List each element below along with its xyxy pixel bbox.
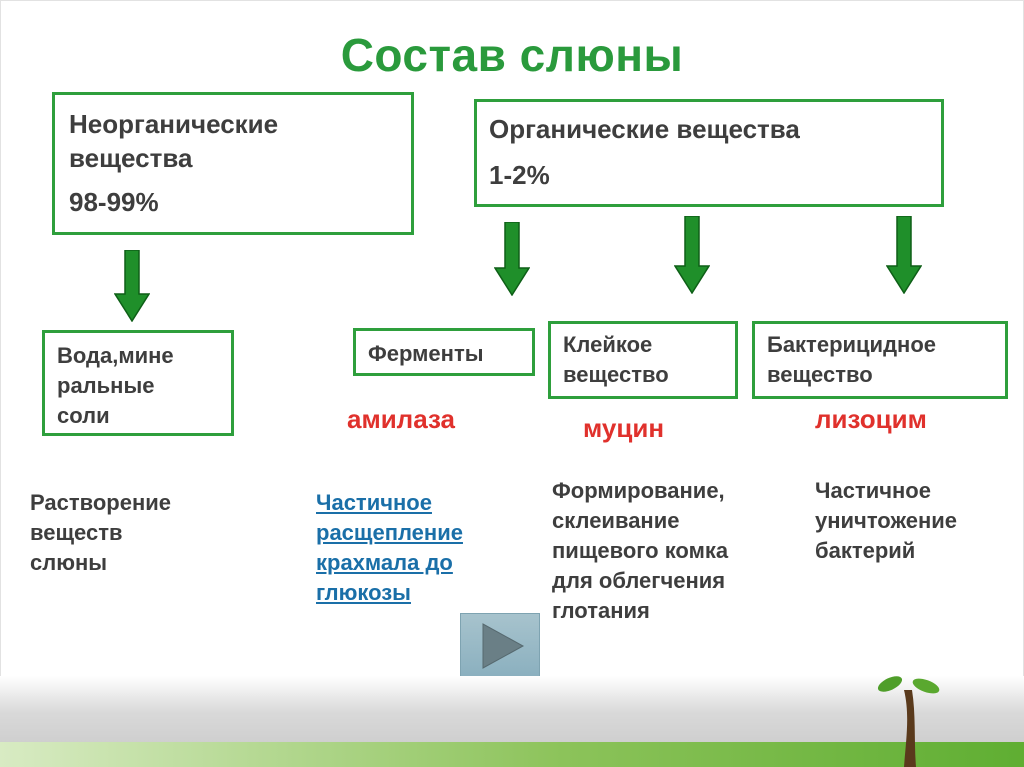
- amylase-function-line[interactable]: расщепление: [316, 520, 463, 545]
- down-arrow-icon: [494, 222, 530, 296]
- organic-percent: 1-2%: [489, 160, 550, 190]
- enzymes-box: Ферменты: [353, 328, 535, 376]
- lysozyme-function-line: Частичное: [815, 478, 931, 503]
- mucin-function-line: для облегчения: [552, 568, 726, 593]
- footer-gray-band: [0, 676, 1024, 742]
- water-function-line: Растворение: [30, 490, 172, 515]
- mucin-function-line: пищевого комка: [552, 538, 729, 563]
- bactericidal-label-line-2: вещество: [767, 362, 873, 387]
- organic-label: Органические вещества: [489, 114, 800, 144]
- water-function-line: слюны: [30, 550, 108, 575]
- mucin-function-line: Формирование,: [552, 478, 725, 503]
- inorganic-label-line-1: Неорганические: [69, 109, 279, 139]
- organic-substances-box: Органические вещества 1-2%: [474, 99, 944, 207]
- inorganic-label-line-2: вещества: [69, 143, 193, 173]
- bactericidal-label-line-1: Бактерицидное: [767, 332, 937, 357]
- lysozyme-label: лизоцим: [815, 404, 927, 434]
- water-label-line-3: соли: [57, 403, 110, 428]
- inorganic-substances-box: Неорганические вещества 98-99%: [52, 92, 414, 235]
- bactericidal-substance-box: Бактерицидное вещество: [752, 321, 1008, 399]
- amylase-function-link[interactable]: Частичное расщепление крахмала до глюкоз…: [316, 488, 463, 608]
- amylase-function-line[interactable]: глюкозы: [316, 580, 411, 605]
- down-arrow-icon: [886, 216, 922, 294]
- amylase-label: амилаза: [347, 404, 456, 434]
- water-function-text: Растворение веществ слюны: [30, 488, 171, 578]
- amylase-function-line[interactable]: Частичное: [316, 490, 432, 515]
- inorganic-percent: 98-99%: [69, 187, 159, 217]
- sticky-substance-box: Клейкое вещество: [548, 321, 738, 399]
- footer-green-band: [0, 742, 1024, 767]
- play-triangle-icon: [482, 623, 525, 669]
- play-button[interactable]: [460, 613, 540, 677]
- sticky-label-line-2: вещество: [563, 362, 669, 387]
- lysozyme-function-line: уничтожение: [815, 508, 958, 533]
- slide-title: Состав слюны: [340, 29, 684, 81]
- lysozyme-function-line: бактерий: [815, 538, 916, 563]
- lysozyme-function-text: Частичное уничтожение бактерий: [815, 476, 957, 566]
- mucin-function-text: Формирование, склеивание пищевого комка …: [552, 476, 728, 626]
- enzymes-label: Ферменты: [368, 341, 484, 366]
- down-arrow-icon: [674, 216, 710, 294]
- water-label-line-1: Вода,мине: [57, 343, 174, 368]
- water-minerals-box: Вода,мине ральные соли: [42, 330, 234, 436]
- amylase-function-line[interactable]: крахмала до: [316, 550, 453, 575]
- water-label-line-2: ральные: [57, 373, 155, 398]
- water-function-line: веществ: [30, 520, 123, 545]
- tree-sprout-icon: [877, 676, 940, 767]
- mucin-label: муцин: [583, 413, 665, 443]
- mucin-function-line: глотания: [552, 598, 650, 623]
- mucin-function-line: склеивание: [552, 508, 680, 533]
- sticky-label-line-1: Клейкое: [563, 332, 653, 357]
- down-arrow-icon: [114, 250, 150, 322]
